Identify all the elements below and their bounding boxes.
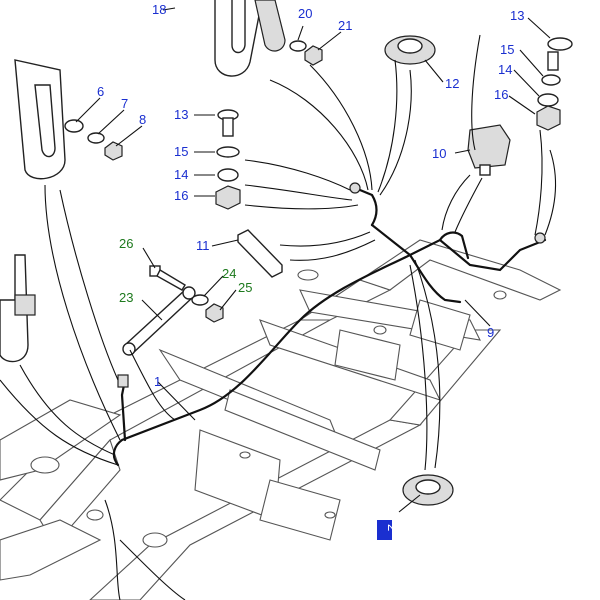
callout-labels: 18 20 21 12 13 15 14 16 10 6 7 8 13 15 1…: [97, 2, 524, 540]
callout-11: 11: [196, 238, 210, 253]
callout-18: 18: [152, 2, 166, 17]
callout-16-right: 16: [494, 87, 508, 102]
callout-1: 1: [154, 374, 161, 389]
callout-13-center: 13: [174, 107, 188, 122]
strap-bracket-left: [14, 59, 66, 180]
bolt-26: [149, 265, 186, 291]
earth-strap-23: [122, 286, 196, 356]
callout-20: 20: [298, 6, 312, 21]
callout-7: 7: [121, 96, 128, 111]
callout-14-center: 14: [174, 167, 188, 182]
callout-26: 26: [119, 236, 133, 251]
callout-2: 2: [385, 524, 400, 531]
chassis-frame: [0, 239, 562, 600]
nut-8: [104, 141, 123, 161]
grommet-12: [384, 35, 436, 65]
nut-16-center: [215, 185, 241, 210]
washer-15-right: [541, 74, 561, 86]
callout-6: 6: [97, 84, 104, 99]
callout-23: 23: [119, 290, 133, 305]
washer-6: [64, 119, 84, 133]
washer-14-center: [217, 168, 239, 182]
callout-10: 10: [432, 146, 446, 161]
callout-21: 21: [338, 18, 352, 33]
callout-13-right: 13: [510, 8, 524, 23]
bolt-13-right: [547, 37, 573, 71]
wiring-harness: [112, 182, 547, 467]
strap-bracket-18: [214, 0, 286, 77]
washer-7: [87, 132, 105, 144]
nut-25: [205, 303, 224, 323]
grommet-2: [402, 474, 454, 506]
callout-12: 12: [445, 76, 459, 91]
washer-24: [191, 294, 209, 306]
callout-9: 9: [487, 325, 494, 340]
callout-14-right: 14: [498, 62, 512, 77]
callout-15-center: 15: [174, 144, 188, 159]
cable-tie-left: [0, 254, 36, 363]
callout-16-center: 16: [174, 188, 188, 203]
washer-14-right: [537, 93, 559, 107]
callout-2-highlight[interactable]: 2: [377, 520, 400, 540]
callout-24: 24: [222, 266, 236, 281]
callout-15-right: 15: [500, 42, 514, 57]
bar-11: [237, 229, 283, 278]
connector-10: [467, 124, 511, 176]
callout-25: 25: [238, 280, 252, 295]
leader-lines: [0, 7, 556, 600]
washer-15-center: [216, 146, 240, 158]
washer-20: [289, 40, 307, 52]
callout-8: 8: [139, 112, 146, 127]
nut-21: [304, 45, 323, 66]
bolt-13-center: [217, 109, 239, 137]
nut-16-right: [536, 105, 561, 131]
